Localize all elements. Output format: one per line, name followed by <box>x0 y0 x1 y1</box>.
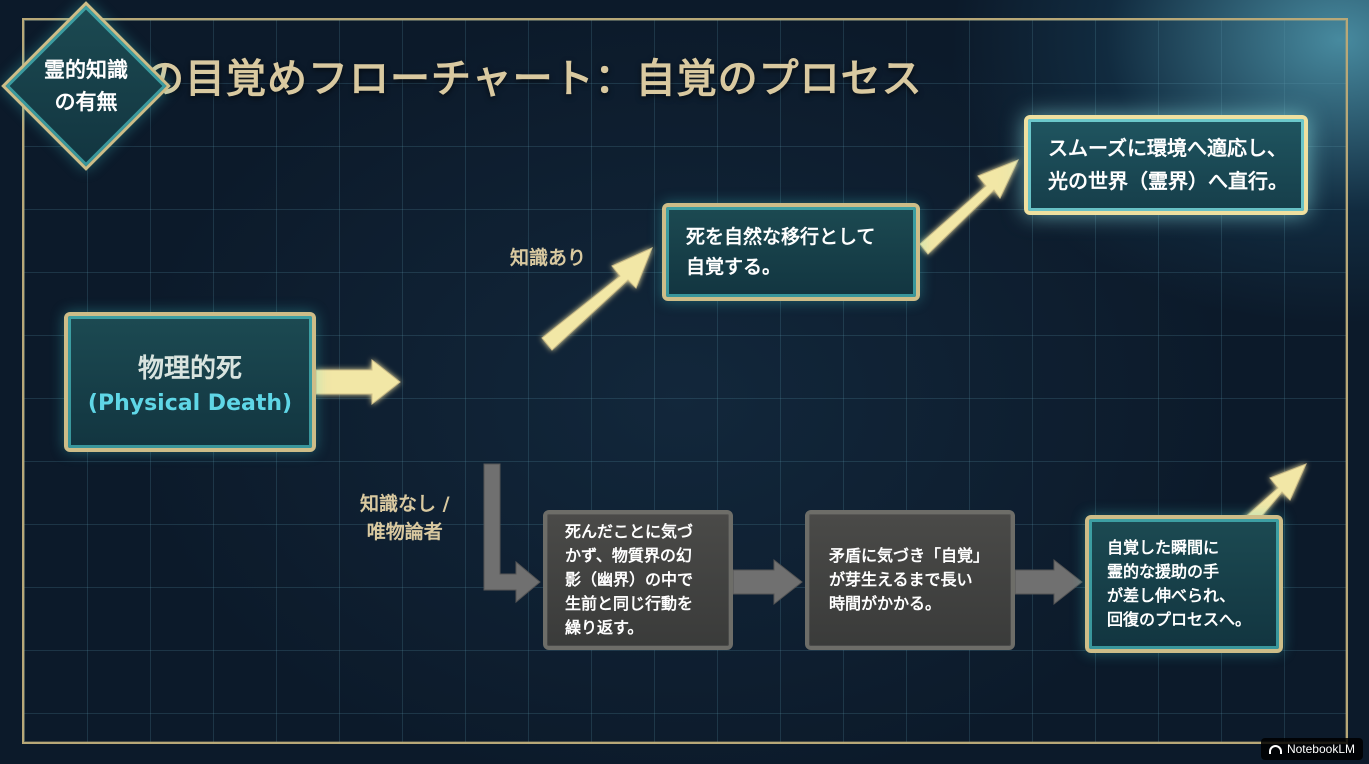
arrow-aware-to-light <box>919 159 1019 255</box>
node-contra-line3: 時間がかかる。 <box>829 594 942 613</box>
arrow-decision-to-aware <box>541 247 653 351</box>
arrow-illusion-to-contra <box>732 558 803 606</box>
node-recover-line1: 自覚した瞬間に <box>1107 538 1220 557</box>
node-illusion-line5: 繰り返す。 <box>565 618 644 637</box>
edge-label-without-knowledge: 知識なし / 唯物論者 <box>360 490 450 546</box>
decision-text-line2: の有無 <box>54 90 118 114</box>
node-light-world: スムーズに環境へ適応し、 光の世界（霊界）へ直行。 <box>1024 115 1308 215</box>
node-contradiction: 矛盾に気づき「自覚」 が芽生えるまで長い 時間がかかる。 <box>805 510 1015 650</box>
notebooklm-badge[interactable]: NotebookLM <box>1260 738 1363 760</box>
edge-label-without-line2: 唯物論者 <box>366 521 443 543</box>
node-physical-death: 物理的死 (Physical Death) <box>64 312 316 452</box>
node-aware-transition: 死を自然な移行として 自覚する。 <box>662 203 920 301</box>
node-aware-line1: 死を自然な移行として <box>686 226 876 248</box>
node-recover-line3: が差し伸べられ、 <box>1107 586 1236 605</box>
node-contra-line1: 矛盾に気づき「自覚」 <box>829 546 990 565</box>
edge-label-with-knowledge: 知識あり <box>510 247 587 269</box>
node-light-line1: スムーズに環境へ適応し、 <box>1048 136 1287 160</box>
node-physical-death-title: 物理的死 <box>137 354 242 384</box>
page-title: 死後の目覚めフローチャート：自覚のプロセス <box>62 56 923 102</box>
decision-text-line1: 霊的知識 <box>44 58 128 82</box>
node-illusion-world: 死んだことに気づ かず、物質界の幻 影（幽界）の中で 生前と同じ行動を 繰り返す… <box>543 510 733 650</box>
node-illusion-line1: 死んだことに気づ <box>565 522 694 541</box>
arrow-death-to-decision <box>315 358 401 406</box>
edge-label-without-line1: 知識なし / <box>360 493 450 515</box>
node-illusion-line4: 生前と同じ行動を <box>565 594 694 613</box>
node-illusion-line2: かず、物質界の幻 <box>565 546 692 565</box>
node-recovery: 自覚した瞬間に 霊的な援助の手 が差し伸べられ、 回復のプロセスへ。 <box>1085 515 1283 653</box>
arrow-decision-to-illusion <box>483 463 541 604</box>
node-recover-line4: 回復のプロセスへ。 <box>1107 610 1252 629</box>
node-recover-line2: 霊的な援助の手 <box>1107 562 1220 581</box>
node-contra-line2: が芽生えるまで長い <box>829 570 973 589</box>
node-physical-death-subtitle: (Physical Death) <box>87 391 293 416</box>
notebooklm-brand-text: NotebookLM <box>1286 742 1355 756</box>
arrow-contra-to-recovery <box>1014 558 1083 606</box>
notebooklm-logo-icon <box>1268 744 1282 754</box>
node-light-line2: 光の世界（霊界）へ直行。 <box>1048 169 1288 193</box>
node-decision-spiritual-knowledge: 霊的知識 の有無 <box>0 0 172 172</box>
node-illusion-line3: 影（幽界）の中で <box>565 570 694 589</box>
node-aware-line2: 自覚する。 <box>686 256 782 278</box>
